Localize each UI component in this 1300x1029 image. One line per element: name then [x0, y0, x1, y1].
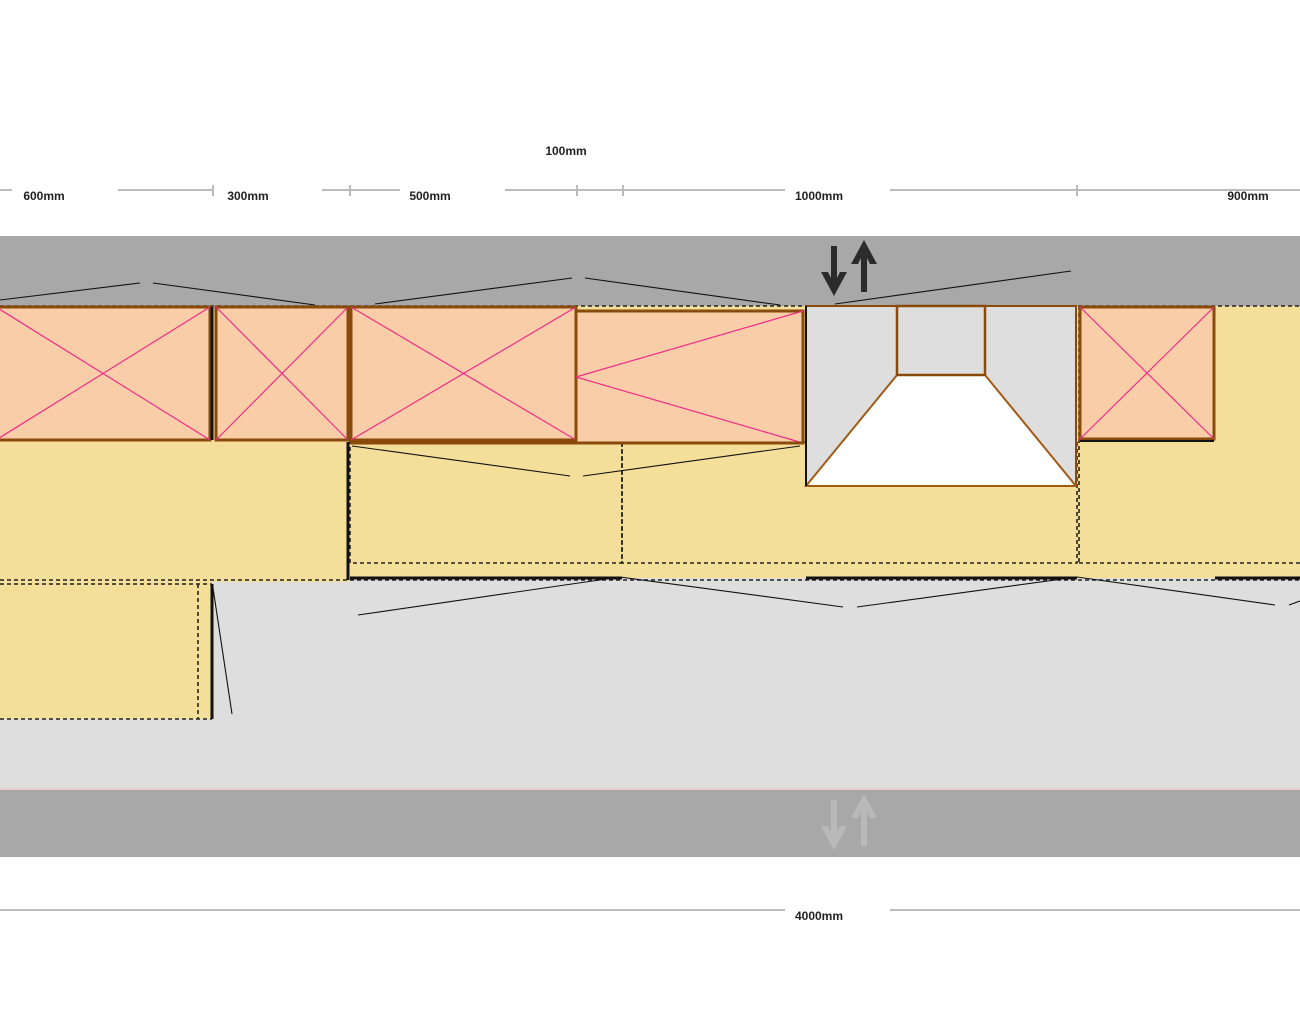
dim-label-100: 100mm: [545, 144, 586, 158]
wall-cabinet-300[interactable]: [214, 305, 350, 442]
dim-label-900: 900mm: [1227, 189, 1268, 203]
wall-cabinet-600[interactable]: [0, 305, 212, 442]
dim-label-600: 600mm: [23, 189, 64, 203]
dim-label-1000: 1000mm: [795, 189, 843, 203]
swap-vertical-icon-faded[interactable]: [821, 794, 877, 850]
door-swing-lines: [0, 270, 1300, 715]
bottom-wall: [0, 790, 1300, 857]
dim-label-total: 4000mm: [795, 909, 843, 923]
top-wall: [0, 236, 1300, 306]
wall-cabinet-500[interactable]: [349, 305, 578, 442]
unit-edges: [210, 442, 1300, 719]
wall-cabinet-corner[interactable]: [574, 309, 805, 445]
dim-label-500: 500mm: [409, 189, 450, 203]
extractor-hood[interactable]: [803, 304, 1079, 487]
wall-cabinet-900[interactable]: [1078, 305, 1216, 442]
dim-label-300: 300mm: [227, 189, 268, 203]
top-dimension-lines: [0, 185, 1300, 196]
swap-vertical-icon[interactable]: [821, 240, 877, 296]
